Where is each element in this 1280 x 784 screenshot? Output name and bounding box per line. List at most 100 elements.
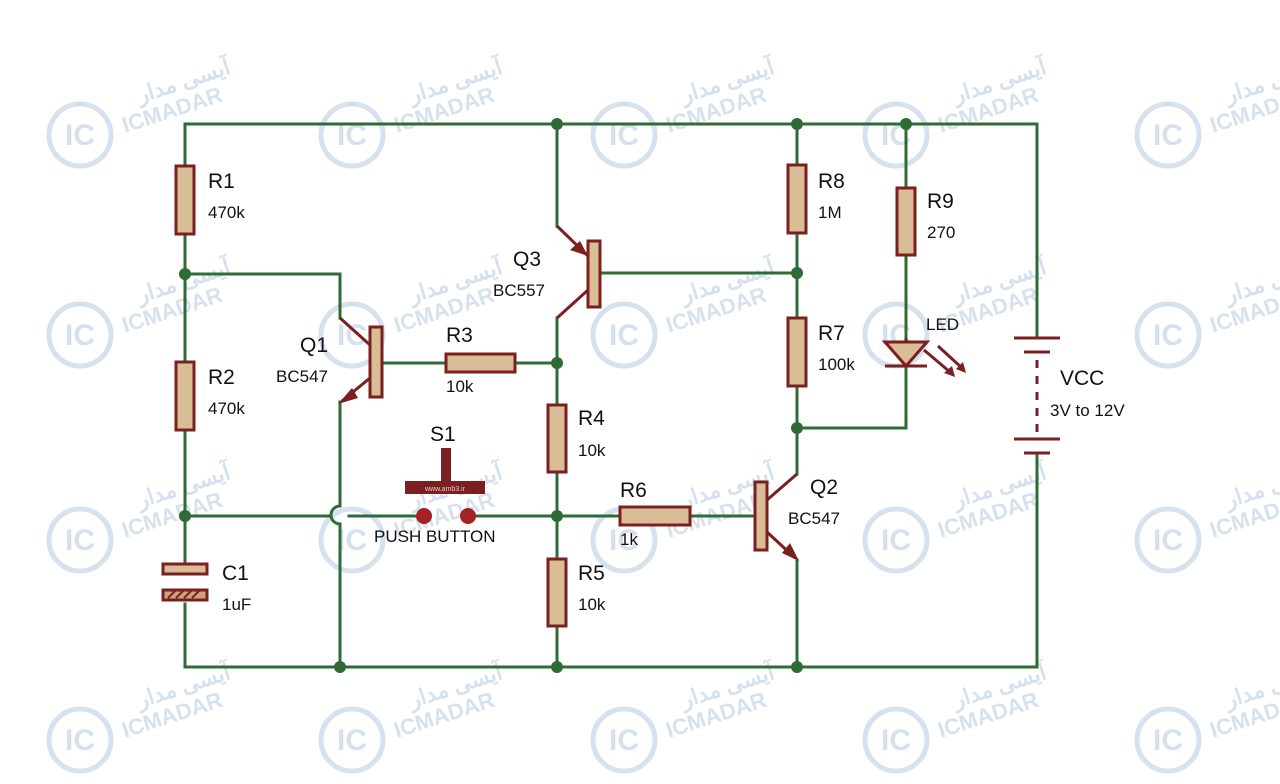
watermark-logo	[1134, 706, 1202, 774]
r1-resistor	[174, 164, 196, 236]
watermark-logo-text: IC	[1153, 319, 1183, 352]
watermark-logo	[46, 301, 114, 369]
r9-value-label: 270	[927, 223, 955, 242]
r5-resistor	[546, 557, 568, 628]
watermark-logo-text: IC	[609, 524, 639, 557]
led-ref-label: LED	[926, 315, 959, 334]
watermark-logo	[862, 506, 930, 574]
r2-ref-label: R2	[208, 366, 235, 389]
c1-capacitor	[161, 562, 209, 602]
watermark-logo	[590, 301, 658, 369]
s1-value-label: PUSH BUTTON	[374, 527, 496, 546]
r3-value-label: 10k	[446, 377, 474, 396]
q1-transistor	[338, 316, 384, 404]
watermark-logo-text: IC	[1153, 724, 1183, 757]
watermark-logo	[318, 101, 386, 169]
q3-value-label: BC557	[493, 281, 545, 300]
r5-ref-label: R5	[578, 562, 605, 585]
c1-value-label: 1uF	[222, 595, 251, 614]
s1-ref-label: S1	[430, 423, 456, 446]
q1-value-label: BC547	[276, 367, 328, 386]
r5-value-label: 10k	[578, 595, 606, 614]
watermark-logo-text: IC	[1153, 524, 1183, 557]
r7-value-label: 100k	[818, 355, 855, 374]
watermark-logo-text: IC	[65, 319, 95, 352]
q1-ref-label: Q1	[300, 334, 328, 357]
r6-ref-label: R6	[620, 479, 647, 502]
watermark-logo-text: IC	[609, 319, 639, 352]
watermark-logo	[318, 506, 386, 574]
watermark-logo	[1134, 301, 1202, 369]
r6-resistor	[618, 505, 692, 527]
r7-ref-label: R7	[818, 322, 845, 345]
q2-transistor	[753, 472, 799, 561]
wires	[183, 122, 1039, 669]
watermark-logo	[318, 706, 386, 774]
watermark-logo-text: IC	[337, 524, 367, 557]
watermark-logo	[590, 101, 658, 169]
watermark-logo	[862, 706, 930, 774]
watermark-logo-text: IC	[881, 724, 911, 757]
watermark-logo-text: IC	[609, 724, 639, 757]
s1-push-button: www.amb3.ir	[405, 448, 485, 524]
r3-ref-label: R3	[446, 324, 473, 347]
r1-value-label: 470k	[208, 203, 245, 222]
watermark-logo-text: IC	[65, 119, 95, 152]
watermark-logo-text: IC	[1153, 119, 1183, 152]
r6-value-label: 1k	[620, 530, 638, 549]
led-diode	[881, 338, 966, 377]
r7-resistor	[786, 316, 808, 388]
r4-resistor	[546, 403, 568, 474]
q3-ref-label: Q3	[513, 248, 541, 271]
r8-resistor	[786, 163, 808, 235]
q2-value-label: BC547	[788, 509, 840, 528]
r4-value-label: 10k	[578, 441, 606, 460]
watermark-logo-text: IC	[65, 724, 95, 757]
watermark-logo	[1134, 506, 1202, 574]
s1-body-text: www.amb3.ir	[424, 486, 466, 493]
watermark-logo	[862, 101, 930, 169]
c1-ref-label: C1	[222, 562, 249, 585]
watermark-logo	[46, 101, 114, 169]
r3-resistor	[444, 352, 517, 374]
watermark-logo	[46, 506, 114, 574]
watermark-logo-text: IC	[65, 524, 95, 557]
r9-ref-label: R9	[927, 190, 954, 213]
watermark-logo	[46, 706, 114, 774]
watermark-logo-text: IC	[881, 524, 911, 557]
r8-value-label: 1M	[818, 203, 842, 222]
vcc-ref-label: VCC	[1060, 367, 1104, 390]
r2-value-label: 470k	[208, 399, 245, 418]
r2-resistor	[174, 360, 196, 432]
junctions	[179, 118, 912, 673]
vcc-battery	[1014, 336, 1060, 455]
r1-ref-label: R1	[208, 170, 235, 193]
vcc-value-label: 3V to 12V	[1050, 401, 1125, 420]
watermark-logo	[590, 706, 658, 774]
r4-ref-label: R4	[578, 407, 605, 430]
watermark-logo-text: IC	[337, 724, 367, 757]
watermark-logo-text: IC	[337, 319, 367, 352]
labels: R1 470k R2 470k R3 10k R4 10k R5 10k R6 …	[208, 170, 1125, 614]
